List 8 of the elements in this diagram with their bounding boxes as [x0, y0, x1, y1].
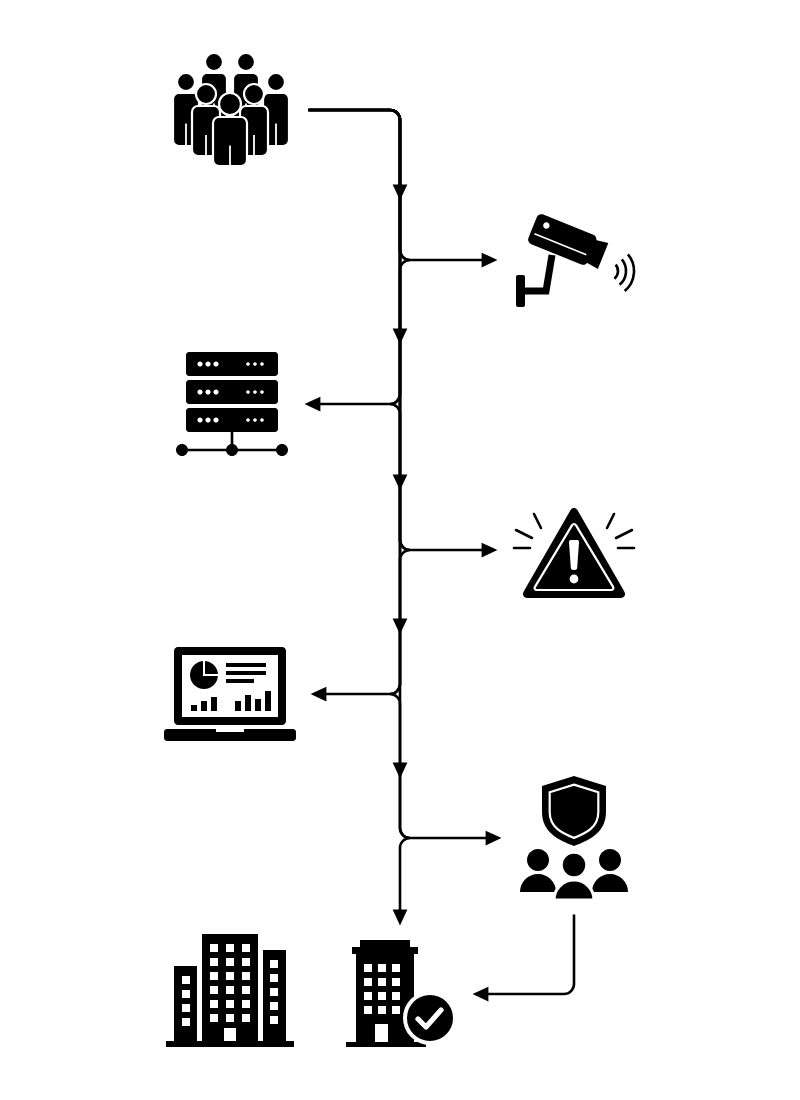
crowd-icon — [171, 51, 291, 169]
security-camera-icon — [516, 214, 609, 307]
buildings-icon — [166, 934, 294, 1047]
warning-icon — [512, 508, 636, 598]
server-icon — [176, 352, 288, 456]
shield-team-icon — [520, 776, 628, 902]
laptop-chart-icon — [164, 647, 296, 741]
building-check-icon — [346, 940, 457, 1047]
